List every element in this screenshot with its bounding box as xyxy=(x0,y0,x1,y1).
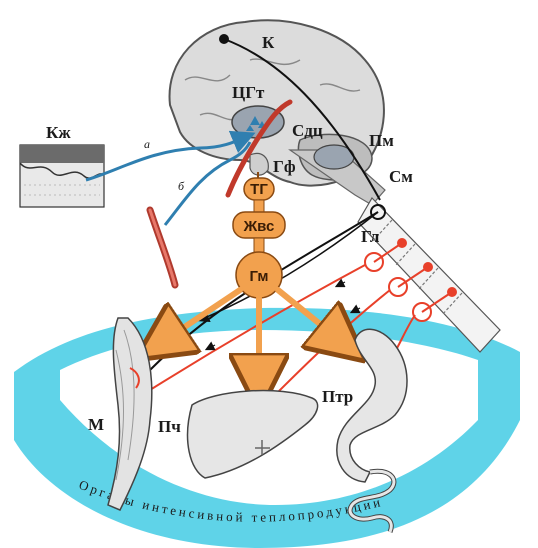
sympathetic-fibers xyxy=(149,242,453,401)
label-zhvs: Жвс xyxy=(243,218,275,235)
label-m: М xyxy=(88,415,104,434)
label-tsgt: ЦГт xyxy=(232,83,265,102)
label-gl: Гл xyxy=(361,227,380,246)
link-zhvs-gm xyxy=(253,237,265,253)
label-pch: Пч xyxy=(158,417,181,436)
label-ptr: Птр xyxy=(322,387,353,406)
muscle xyxy=(107,317,153,511)
pituitary xyxy=(249,152,269,176)
hypothalamus-triangles-icon xyxy=(246,116,266,131)
spinal-cord xyxy=(357,197,501,353)
label-b: б xyxy=(178,179,185,193)
spinal-junction xyxy=(370,204,386,220)
label-sdts: Сдц xyxy=(292,121,323,140)
link-tg-zhvs xyxy=(253,199,265,213)
label-kora: К xyxy=(262,33,275,52)
fiber-arrows xyxy=(204,278,361,351)
motor-pathway-2 xyxy=(197,211,379,322)
label-gm: Гм xyxy=(249,268,268,285)
cortex-pathway xyxy=(223,38,381,201)
brain-gyri xyxy=(184,58,361,121)
thermoreceptor-nerve-a xyxy=(85,130,256,182)
label-gf: Гф xyxy=(273,157,296,176)
hypothalamus-vessel xyxy=(225,99,293,198)
label-kozha: Кж xyxy=(46,123,71,142)
thermoreceptor-nerve-b xyxy=(163,141,252,226)
skin-block xyxy=(19,144,105,208)
label-sm: См xyxy=(389,167,413,186)
hormone-arrows xyxy=(150,287,352,395)
label-pm: Пм xyxy=(369,131,394,150)
label-a: а xyxy=(144,137,150,151)
label-tg: ТГ xyxy=(250,181,268,198)
stomach-intestine xyxy=(336,328,408,533)
liver xyxy=(186,389,319,479)
